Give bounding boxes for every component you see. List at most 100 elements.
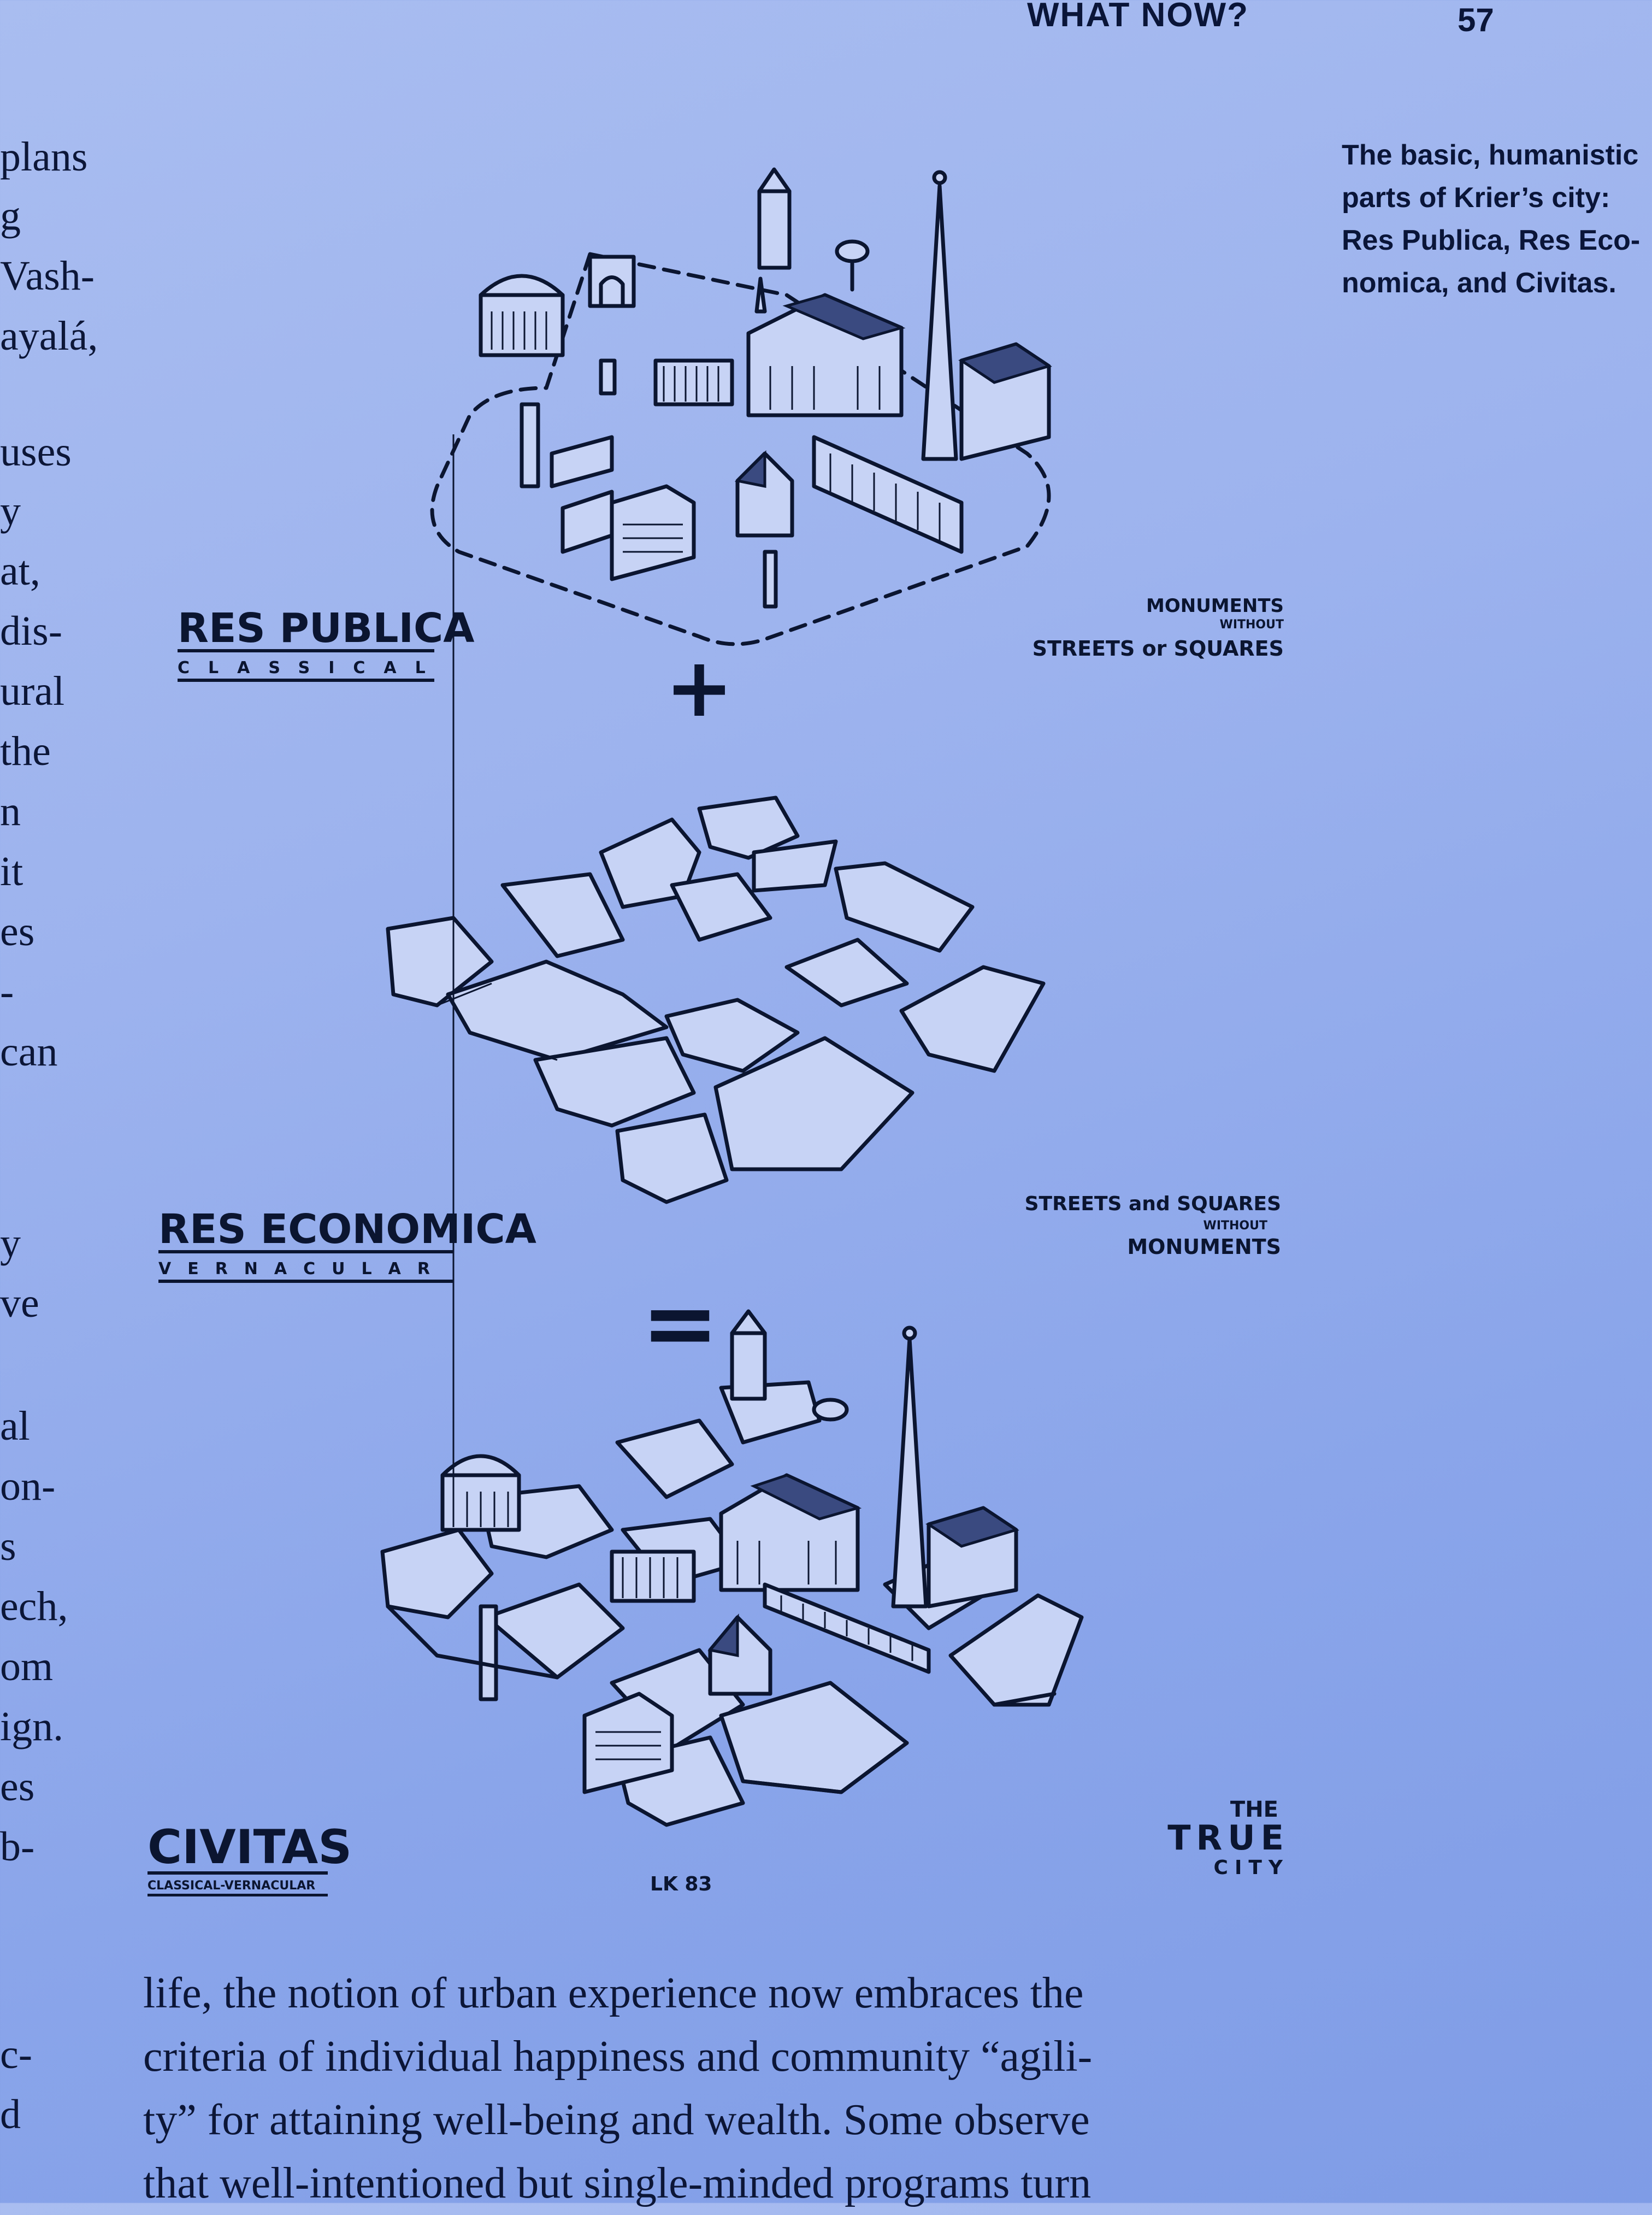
city-block: [948, 1593, 1084, 1707]
city-block: [615, 1112, 729, 1204]
obelisk: [754, 276, 767, 314]
text-fragment: at,: [0, 548, 40, 594]
underline: [148, 1894, 328, 1896]
church: [719, 1473, 862, 1592]
city-block: [834, 861, 975, 953]
text-fragment: g: [0, 193, 21, 239]
text-fragment: -: [0, 969, 14, 1015]
text-fragment: ayalá,: [0, 313, 98, 359]
page-number: 57: [1458, 2, 1494, 38]
rotunda-building: [440, 434, 521, 1532]
city-block: [899, 965, 1046, 1073]
civitas-subtitle: CLASSICAL-VERNACULAR: [148, 1879, 315, 1893]
text-fragment: uses: [0, 429, 72, 475]
text-fragment: y: [0, 488, 21, 534]
city-block: [500, 872, 625, 958]
text-fragment: es: [0, 1764, 35, 1810]
tree: [835, 239, 870, 292]
text-fragment: es: [0, 909, 35, 955]
civitas-note-line: CITY: [1214, 1857, 1289, 1879]
plus-sign: +: [665, 640, 734, 735]
civitas-note-line: TRUE: [1167, 1818, 1289, 1858]
illustrator-signature: LK 83: [650, 1873, 712, 1895]
res-publica-note-line: MONUMENTS: [1146, 595, 1284, 617]
text-fragment: plans: [0, 134, 88, 180]
text-fragment: ve: [0, 1280, 39, 1326]
res-publica-note-line: STREETS or SQUARES: [1032, 637, 1284, 661]
city-block: [533, 1036, 696, 1128]
caption-line: Res Publica, Res Eco-: [1342, 225, 1641, 256]
house-right: [925, 1506, 1019, 1609]
bell-tower: [730, 1309, 767, 1401]
underline: [158, 1280, 453, 1283]
house-right: [958, 342, 1052, 461]
res-economica-note-line: MONUMENTS: [1127, 1235, 1281, 1259]
krier-city-illustration: RES PUBLICA CLASSICAL MONUMENTS WITHOUT …: [148, 167, 1289, 1896]
text-fragment: it: [0, 849, 23, 894]
colonnade: [812, 435, 964, 554]
text-fragment: b-: [0, 1824, 35, 1870]
city-block: [386, 916, 494, 1008]
underline: [158, 1250, 453, 1253]
civitas-note-line: THE: [1230, 1797, 1278, 1822]
text-fragment: y: [0, 1220, 21, 1266]
text-fragment: dis-: [0, 608, 62, 654]
body-paragraph: life, the notion of urban experience now…: [143, 1961, 1290, 2215]
res-publica-drawing: [430, 167, 1052, 646]
spire: [921, 170, 958, 461]
res-publica-title: RES PUBLICA: [178, 605, 475, 652]
rotunda-building: [479, 274, 565, 357]
caption-line: parts of Krier’s city:: [1342, 182, 1610, 214]
bell-tower: [757, 167, 792, 270]
arcade: [550, 435, 614, 488]
body-line: criteria of individual happiness and com…: [143, 2033, 1093, 2081]
text-fragment: s: [0, 1523, 16, 1569]
text-fragment: the: [0, 728, 51, 774]
underline: [148, 1871, 328, 1875]
city-block: [615, 1418, 734, 1499]
res-economica-note-line: WITHOUT: [1203, 1219, 1267, 1233]
body-line: life, the notion of urban experience now…: [143, 1969, 1084, 2017]
pavilion: [707, 1613, 772, 1696]
text-fragment: Vash-: [0, 253, 95, 299]
city-block: [784, 938, 909, 1008]
pavilion: [734, 450, 794, 538]
text-fragment: on-: [0, 1463, 56, 1509]
underline: [178, 649, 434, 652]
caption-line: The basic, humanistic: [1342, 139, 1639, 171]
caption-line: nomica, and Civitas.: [1342, 267, 1616, 299]
text-fragment: om: [0, 1643, 54, 1689]
text-fragment: can: [0, 1029, 58, 1075]
res-publica-note-line: WITHOUT: [1220, 618, 1284, 632]
church: [746, 293, 906, 417]
city-block: [697, 796, 800, 860]
res-economica-drawing: [386, 796, 1046, 1204]
tree: [812, 1398, 849, 1422]
temple: [653, 358, 734, 407]
text-fragment: ural: [0, 668, 65, 714]
text-fragment: d: [0, 2092, 21, 2137]
spire: [891, 1326, 928, 1609]
block-house: [610, 484, 696, 581]
block-left: [560, 490, 614, 554]
underline: [178, 679, 434, 682]
tall-column: [479, 1604, 498, 1701]
equals-sign: =: [641, 1269, 719, 1377]
text-fragment: ech,: [0, 1583, 68, 1629]
city-block: [752, 839, 838, 893]
res-publica-subtitle: CLASSICAL: [178, 658, 444, 678]
temple: [610, 1550, 696, 1603]
city-block: [380, 1528, 494, 1619]
column: [599, 358, 617, 396]
city-block: [484, 1582, 625, 1680]
res-economica-note-line: STREETS and SQUARES: [1025, 1193, 1281, 1215]
civitas-drawing: [380, 434, 1084, 1827]
figure-caption: The basic, humanistic parts of Krier’s c…: [1342, 134, 1648, 304]
city-block: [719, 1681, 909, 1794]
arch-gate: [588, 255, 636, 308]
running-head: WHAT NOW?: [1027, 0, 1249, 34]
text-fragment: n: [0, 788, 21, 834]
text-fragment: al: [0, 1403, 30, 1449]
body-line: that well-intentioned but single-minded …: [143, 2159, 1092, 2207]
res-economica-subtitle: VERNACULAR: [158, 1259, 446, 1279]
